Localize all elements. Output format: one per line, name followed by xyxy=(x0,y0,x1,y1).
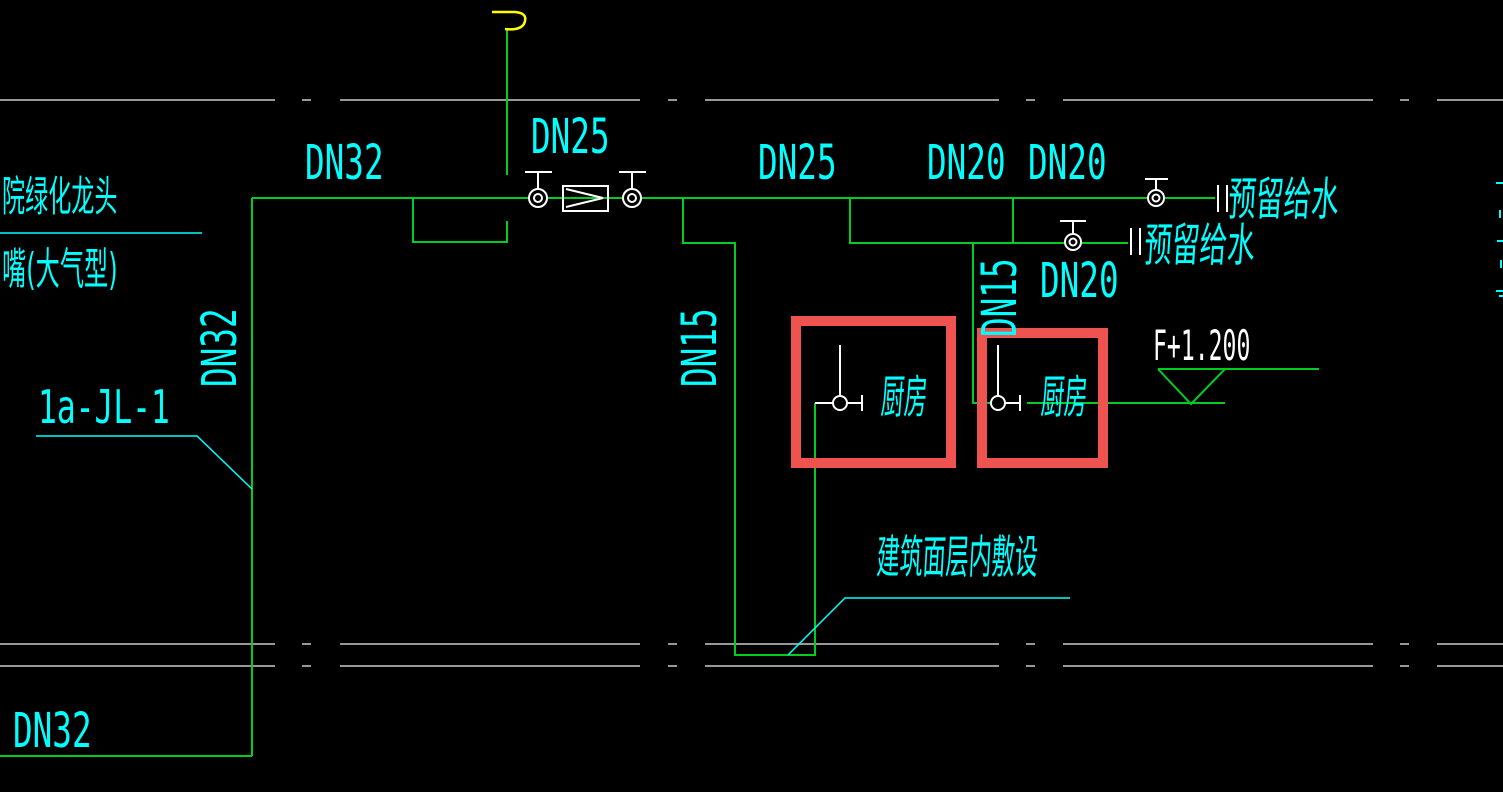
clipped-right-label xyxy=(1496,182,1503,297)
pipe-size-label-dn32-bottom: DN32 xyxy=(13,703,92,759)
riser-down-left xyxy=(0,198,253,757)
pipe-size-label-dn25-meter: DN25 xyxy=(531,109,610,165)
embed-note-label: 建筑面层内敷设 xyxy=(875,530,1040,584)
pipe-size-label-dn32-vertical: DN32 xyxy=(192,308,248,387)
riser-id-leader xyxy=(36,435,253,490)
kitchen-tap-icon-left xyxy=(815,345,863,411)
shutoff-valve-icon-lower-reserved xyxy=(1060,220,1086,251)
wall-lines xyxy=(0,99,1503,667)
garden-tap-label-line2: 嘴(大气型) xyxy=(2,244,118,295)
kitchen-label-right: 厨房 xyxy=(1039,370,1090,424)
highlight-boxes xyxy=(791,316,1108,468)
shutoff-valve-icon-upper-reserved xyxy=(1145,178,1168,207)
garden-tap-label-line1: 院绿化龙头 xyxy=(2,172,118,221)
reserved-water-label-upper: 预留给水 xyxy=(1226,172,1341,226)
highlight-box-kitchen-right xyxy=(977,328,1108,468)
riser-id-label: 1a-JL-1 xyxy=(38,380,170,434)
pipe-size-label-dn20-reserved: DN20 xyxy=(1040,253,1119,309)
fittings xyxy=(525,171,1228,411)
pipe-end-ticks-icon-lower xyxy=(1130,228,1141,255)
shutoff-valve-icon-2 xyxy=(619,171,646,208)
pipe-size-label-dn20-branch2: DN20 xyxy=(1028,135,1107,191)
kitchen1-branch xyxy=(682,198,816,656)
reserved-water-label-lower: 预留给水 xyxy=(1142,218,1257,272)
pipe-size-label-dn32-main: DN32 xyxy=(305,135,384,191)
pipe-size-label-dn15-riser2-vertical: DN15 xyxy=(972,258,1028,337)
embed-note-leader xyxy=(787,597,1070,656)
pipe-size-label-dn20-branch1: DN20 xyxy=(927,135,1006,191)
shutoff-valve-icon-1 xyxy=(525,171,552,208)
leader-lines xyxy=(0,232,1070,656)
kitchen-label-left: 厨房 xyxy=(879,370,930,424)
pipe-end-ticks-icon-upper xyxy=(1217,185,1228,212)
kitchen-tap-icon-right xyxy=(990,345,1021,411)
pipe-size-label-dn15-riser1-vertical: DN15 xyxy=(672,308,728,387)
faucet-hook-icon xyxy=(492,10,527,31)
pipe-network xyxy=(0,30,1319,757)
elevation-label: F+1.200 xyxy=(1153,321,1251,370)
water-meter-icon xyxy=(562,185,609,212)
highlight-box-kitchen-left xyxy=(791,316,956,468)
pipe-size-label-dn25-branch: DN25 xyxy=(758,135,837,191)
garden-tap-bypass xyxy=(412,198,508,243)
wall-break-dash-icon xyxy=(302,99,1409,667)
elevation-marker-icon xyxy=(1157,368,1319,406)
